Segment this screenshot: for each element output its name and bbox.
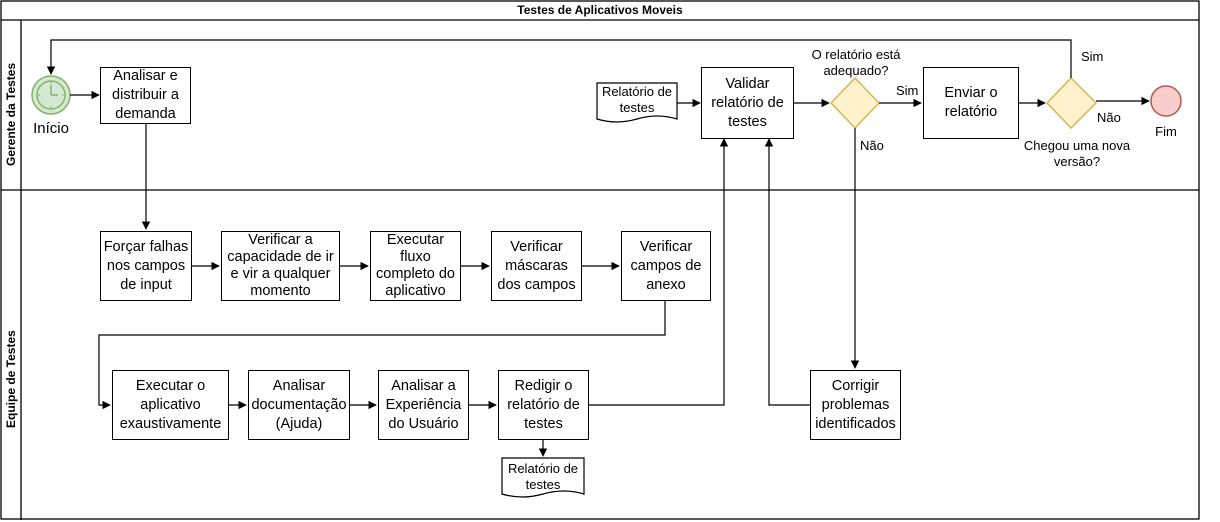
task-redigir-relatorio[interactable]: Redigir o relatório de testes bbox=[498, 370, 589, 440]
task-corrigir-problemas[interactable]: Corrigir problemas identificados bbox=[810, 370, 901, 440]
edge-label-adequado-sim: Sim bbox=[896, 83, 919, 98]
edge-redigir-to-validar bbox=[589, 138, 729, 406]
edge-label-adequado-nao: Não bbox=[860, 138, 884, 153]
task-verificar-capacidade[interactable]: Verificar a capacidade de ir e vir a qua… bbox=[221, 231, 340, 301]
task-forcar-falhas[interactable]: Forçar falhas nos campos de input bbox=[100, 231, 192, 301]
document-input-label: Relatório de testes bbox=[601, 84, 673, 115]
task-enviar-relatorio[interactable]: Enviar o relatório bbox=[923, 67, 1019, 139]
document-input-shape[interactable] bbox=[596, 82, 678, 123]
edge-gateway-sim-loop-to-start bbox=[46, 39, 1072, 78]
start-event-label: Início bbox=[33, 120, 69, 137]
end-event[interactable] bbox=[1150, 85, 1182, 117]
edge-corrigir-to-validar bbox=[764, 138, 810, 406]
gateway-adequado-question: O relatório está adequado? bbox=[811, 47, 901, 78]
task-analisar-distribuir[interactable]: Analisar e distribuir a demanda bbox=[100, 67, 191, 124]
edge-anexo-to-exaustivamente bbox=[98, 301, 666, 410]
task-verificar-mascaras[interactable]: Verificar máscaras dos campos bbox=[491, 231, 582, 301]
task-analisar-documentacao[interactable]: Analisar documentação (Ajuda) bbox=[248, 370, 350, 440]
lane-title-manager: Gerente da Testes bbox=[4, 62, 18, 166]
task-verificar-anexo[interactable]: Verificar campos de anexo bbox=[621, 231, 711, 301]
gateway-nova-versao[interactable] bbox=[1045, 76, 1098, 130]
pool-title: Testes de Aplicativos Moveis bbox=[517, 3, 683, 17]
clock-icon bbox=[36, 80, 66, 110]
document-output-label: Relatório de testes bbox=[507, 461, 579, 492]
edge-label-nova-versao-sim: Sim bbox=[1081, 49, 1104, 64]
gateway-nova-versao-question: Chegou uma nova versão? bbox=[1023, 138, 1131, 169]
end-event-label: Fim bbox=[1155, 124, 1177, 139]
document-output-shape[interactable] bbox=[501, 457, 585, 498]
lane-title-team: Equipe de Testes bbox=[4, 330, 18, 428]
task-analisar-experiencia[interactable]: Analisar a Experiência do Usuário bbox=[378, 370, 469, 440]
task-executar-fluxo[interactable]: Executar fluxo completo do aplicativo bbox=[370, 231, 461, 301]
edge-label-nova-versao-nao: Não bbox=[1097, 110, 1121, 125]
task-validar-relatorio[interactable]: Validar relatório de testes bbox=[701, 67, 794, 139]
task-executar-exaustivamente[interactable]: Executar o aplicativo exaustivamente bbox=[112, 370, 229, 440]
